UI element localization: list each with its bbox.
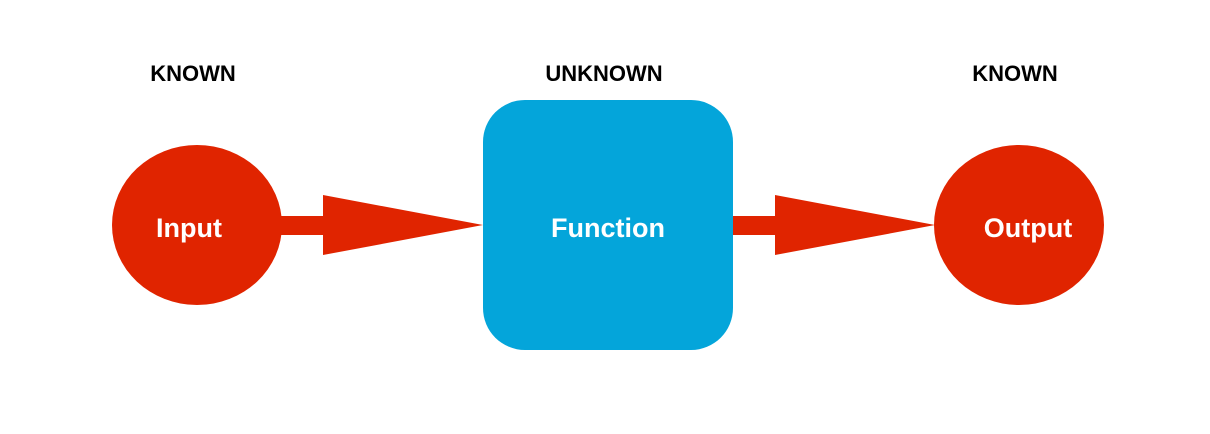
function-status-label: UNKNOWN [545, 61, 662, 86]
output-node-label: Output [984, 213, 1072, 243]
input-node [112, 145, 282, 305]
output-node [934, 145, 1104, 305]
input-status-label: KNOWN [150, 61, 236, 86]
output-status-label: KNOWN [972, 61, 1058, 86]
arrow-input-to-function [280, 195, 483, 255]
input-node-label: Input [156, 213, 222, 243]
function-box [483, 100, 733, 350]
function-box-label: Function [551, 213, 665, 243]
arrow-function-to-output [733, 195, 935, 255]
